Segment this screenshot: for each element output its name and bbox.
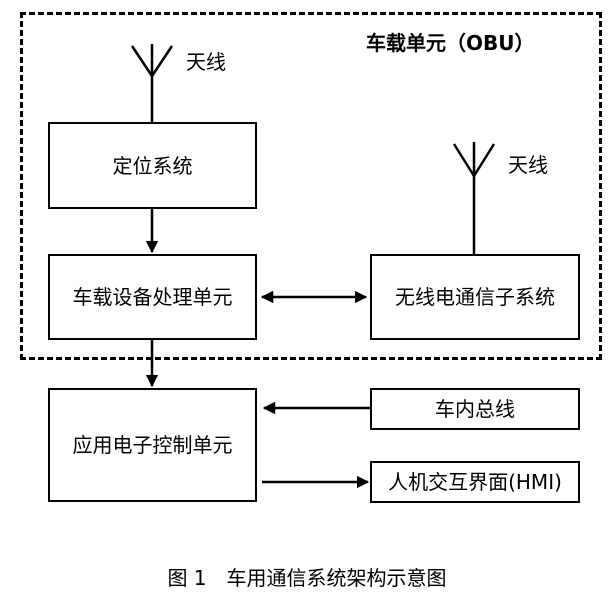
wireless-subsystem-block: 无线电通信子系统 xyxy=(370,254,580,340)
vehicle-processing-unit-block: 车载设备处理单元 xyxy=(48,254,257,340)
vehicle-bus-block: 车内总线 xyxy=(370,388,580,430)
right-antenna-label: 天线 xyxy=(508,153,548,177)
right-antenna-icon xyxy=(452,142,496,254)
positioning-system-block: 定位系统 xyxy=(48,122,257,209)
left-antenna-icon xyxy=(130,44,174,122)
figure-caption: 图 1 车用通信系统架构示意图 xyxy=(167,566,447,590)
hmi-block: 人机交互界面(HMI) xyxy=(370,461,580,503)
obu-title: 车载单元（OBU） xyxy=(366,31,535,55)
application-ecu-block: 应用电子控制单元 xyxy=(48,388,257,502)
obu-boundary xyxy=(20,12,602,360)
left-antenna-label: 天线 xyxy=(186,50,226,74)
